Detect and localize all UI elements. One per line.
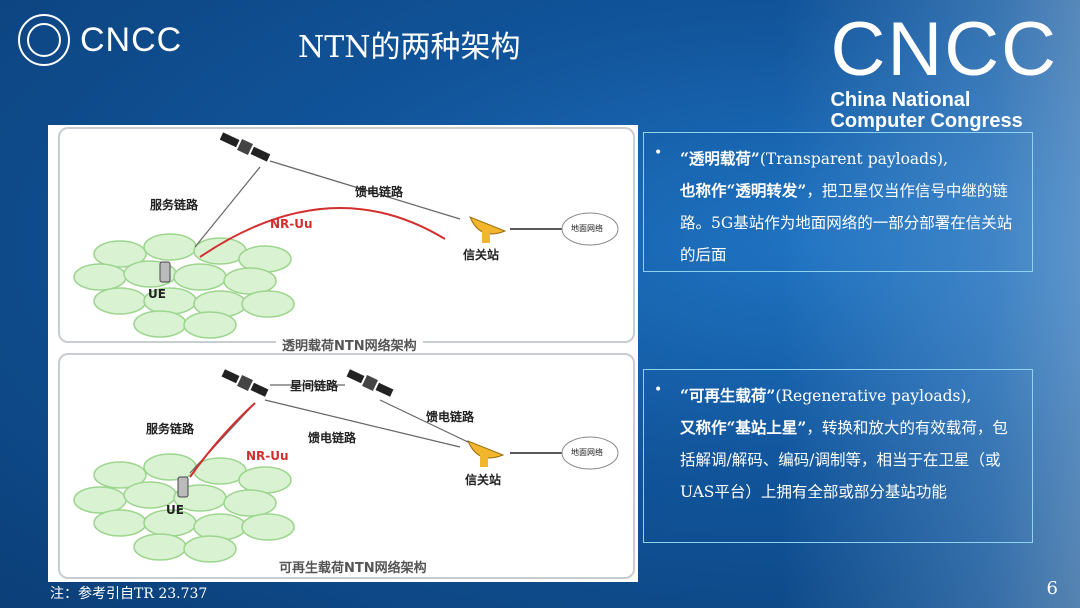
regenerative-term: “可再生载荷” (680, 386, 776, 405)
regenerative-term-en: (Regenerative payloads), (775, 387, 972, 405)
slide-title: NTN的两种架构 (298, 30, 521, 65)
cncc-brand: CNCC China National Computer Congress (830, 10, 1058, 132)
feeder-link-label-2: 馈电链路 (426, 410, 475, 424)
gateway-label: 信关站 (463, 248, 500, 262)
ground-network-cloud-icon (561, 212, 619, 246)
ground-network-cloud-icon (561, 436, 619, 470)
regenerative-diagram-panel: 星间链路 服务链路 馈电链路 馈电链路 NR-Uu 信关站 地面网络 UE (58, 353, 635, 579)
nr-uu-label: NR-Uu (246, 449, 289, 463)
cell-cluster (73, 233, 295, 339)
ccf-emblem-icon (18, 14, 70, 66)
transparent-caption: 透明载荷NTN网络架构 (276, 335, 423, 354)
gateway-dish-icon (467, 440, 505, 467)
transparent-diagram-svg (73, 132, 619, 339)
inter-satellite-link-label: 星间链路 (290, 379, 339, 393)
header-logo: CNCC (18, 14, 182, 66)
brand-line-1: China National (830, 89, 971, 111)
transparent-term-en: (Transparent payloads), (759, 150, 949, 168)
reference-note: 注：参考引自TR 23.737 (50, 586, 208, 602)
service-link-label: 服务链路 (146, 422, 195, 436)
regenerative-alias: 又称作“基站上星” (680, 418, 807, 437)
feeder-link-label-1: 馈电链路 (308, 431, 357, 445)
nr-uu-label: NR-Uu (270, 217, 313, 231)
regenerative-caption: 可再生载荷NTN网络架构 (273, 557, 433, 576)
regenerative-desc: ，转换和放大的有效载荷，包括解调/解码、编码/调制等，相当于在卫星（或UAS平台… (680, 419, 1008, 501)
ue-phone-icon (159, 261, 171, 283)
satellite-1-icon (221, 369, 269, 397)
regenerative-description-text: “可再生载荷”(Regenerative payloads), 又称作“基站上星”… (680, 380, 1022, 508)
cell-cluster (73, 453, 295, 563)
feeder-link-line-2 (379, 399, 471, 444)
ue-phone-icon (177, 476, 189, 498)
transparent-alias: 也称作“透明转发” (680, 181, 807, 200)
ground-network-label: 地面网络 (571, 448, 603, 457)
architecture-figure: 服务链路 馈电链路 NR-Uu 信关站 地面网络 UE 透明载荷NTN网络架构 (48, 125, 638, 582)
nr-uu-arc (189, 402, 256, 478)
feeder-link-line-1 (264, 399, 461, 448)
transparent-term: “透明载荷” (680, 149, 760, 168)
bullet-icon: • (654, 145, 663, 161)
bullet-icon: • (654, 382, 663, 398)
ue-label: UE (148, 287, 166, 301)
gateway-dish-icon (469, 216, 507, 243)
brand-line-2: Computer Congress (830, 110, 1023, 132)
transparent-diagram-panel: 服务链路 馈电链路 NR-Uu 信关站 地面网络 UE (58, 127, 635, 343)
transparent-payload-description: • “透明载荷”(Transparent payloads), 也称作“透明转发”… (643, 132, 1033, 272)
service-link-line (194, 166, 261, 248)
regenerative-payload-description: • “可再生载荷”(Regenerative payloads), 又称作“基站上… (643, 369, 1033, 543)
transparent-description-text: “透明载荷”(Transparent payloads), 也称作“透明转发”，把… (680, 143, 1022, 271)
background-glow (780, 0, 1080, 608)
ue-label: UE (166, 503, 184, 517)
nr-uu-arc (199, 207, 446, 258)
regenerative-diagram-svg (73, 369, 619, 563)
satellite-icon (219, 132, 271, 162)
cncc-logo-text: CNCC (80, 20, 183, 59)
service-link-label: 服务链路 (150, 198, 199, 212)
feeder-link-label: 馈电链路 (355, 185, 404, 199)
page-number: 6 (1046, 578, 1058, 599)
cncc-brand-logo: CNCC (830, 7, 1058, 92)
ground-network-label: 地面网络 (571, 224, 603, 233)
feeder-link-line (269, 160, 461, 220)
transparent-desc: ，把卫星仅当作信号中继的链路。5G基站作为地面网络的一部分部署在信关站的后面 (680, 182, 1013, 264)
satellite-2-icon (346, 369, 394, 397)
gateway-label: 信关站 (465, 473, 502, 487)
